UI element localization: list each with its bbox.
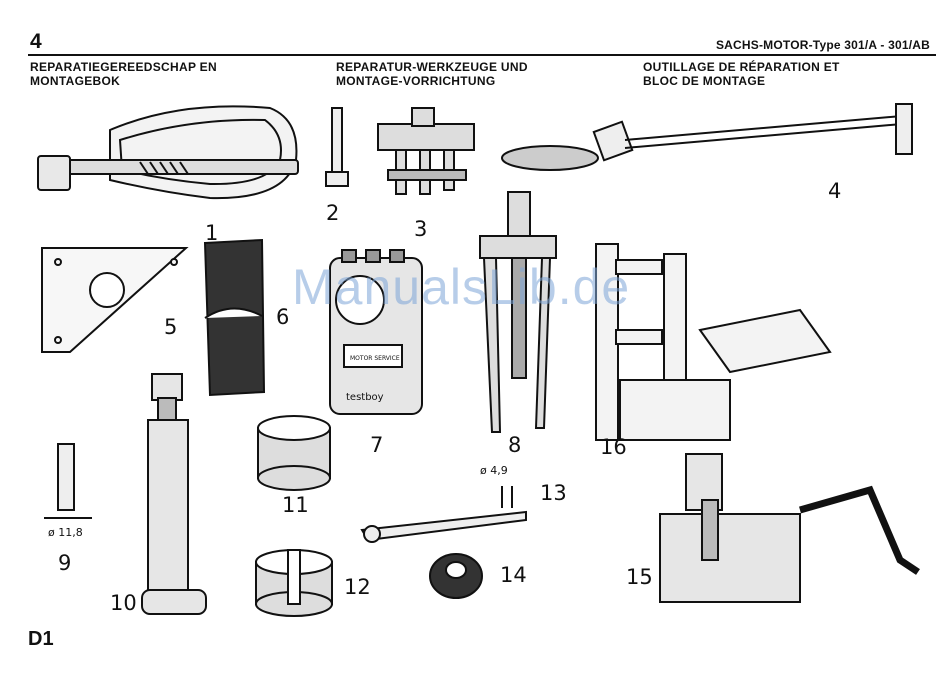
- svg-text:testboy: testboy: [346, 392, 384, 403]
- tool-12-split-ring: [256, 550, 332, 616]
- item-number-14: 14: [500, 563, 527, 587]
- tool-3-holder: [378, 108, 474, 194]
- tool-1-puller: [38, 106, 298, 198]
- tool-9-sleeve: ø 11,8: [44, 444, 92, 539]
- item-number-4: 4: [828, 179, 841, 203]
- item-number-1: 1: [205, 221, 218, 245]
- item-number-5: 5: [164, 315, 177, 339]
- tool-4-bar: [502, 104, 912, 170]
- item-number-16: 16: [600, 435, 627, 459]
- watermark: ManualsLib.de: [292, 258, 630, 316]
- item-number-7: 7: [370, 433, 383, 457]
- item-number-10: 10: [110, 591, 137, 615]
- svg-text:MOTOR SERVICE: MOTOR SERVICE: [350, 355, 400, 362]
- item-number-15: 15: [626, 565, 653, 589]
- page-footer-label: D1: [28, 628, 54, 651]
- item-number-3: 3: [414, 217, 427, 241]
- tool-15-stand: [660, 454, 918, 602]
- item-number-9: 9: [58, 551, 71, 575]
- tool-6-clamp-plate: [205, 240, 264, 395]
- tool-11-ring: [258, 416, 330, 490]
- item-number-8: 8: [508, 433, 521, 457]
- item-number-12: 12: [344, 575, 371, 599]
- item-number-2: 2: [326, 201, 339, 225]
- item-number-6: 6: [276, 305, 289, 329]
- svg-text:ø 4,9: ø 4,9: [480, 464, 508, 477]
- tool-14-nut: [430, 554, 482, 598]
- tool-2-drift: [326, 108, 348, 186]
- tool-13-gauge: ø 4,9: [362, 464, 526, 542]
- tool-16-frame: [596, 244, 830, 440]
- svg-text:ø 11,8: ø 11,8: [48, 526, 83, 539]
- tool-10-press: [142, 374, 206, 614]
- item-number-11: 11: [282, 493, 309, 517]
- item-number-13: 13: [540, 481, 567, 505]
